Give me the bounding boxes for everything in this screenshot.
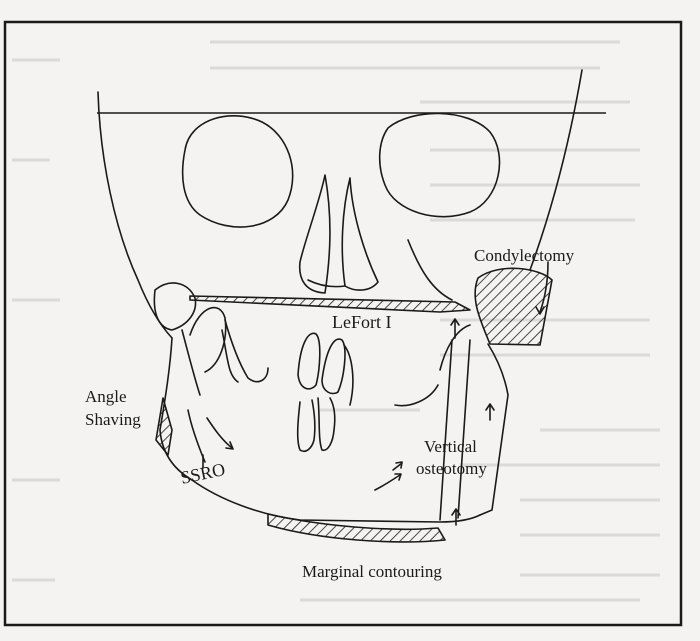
marginal-arrow [375,475,400,490]
vertical-osteotomy-line [440,340,452,520]
lefort-hatched-region [190,296,470,312]
label-osteotomy: osteotomy [416,459,487,478]
condyle-hatched-region [475,268,552,345]
lower-incisor-right [318,398,335,450]
angle-hatched-region [156,398,172,455]
nasal-cavity [300,175,330,293]
label-condylectomy: Condylectomy [474,246,575,265]
ssro-upper-arrow [182,330,200,395]
right-sigmoid-notch [395,385,438,406]
ssro-arrow [207,418,232,448]
left-orbit [183,116,293,227]
vertical-osteotomy-inner [458,340,470,518]
nasal-septum [342,178,378,290]
upper-incisor-right [322,339,345,393]
label-marginal-contouring: Marginal contouring [302,562,442,581]
right-orbit [380,113,500,216]
right-maxilla-wall [408,240,452,300]
ssro-cut-line [188,410,205,462]
mandible-right-ramus [480,344,508,515]
lower-incisor-left [298,400,315,451]
left-zygoma [154,283,195,330]
mandible-lower-border [192,480,480,522]
marginal-hatched-region [268,514,445,542]
skull-right-outline [530,70,582,270]
label-ssro: SSRO [179,459,227,488]
left-coronoid [190,308,226,372]
label-lefort: LeFort I [332,312,391,332]
label-vertical: Vertical [424,437,477,456]
upper-incisor-left [298,333,320,389]
label-angle: Angle [85,387,127,406]
label-shaving: Shaving [85,410,141,429]
skull-left-outline [98,92,172,338]
